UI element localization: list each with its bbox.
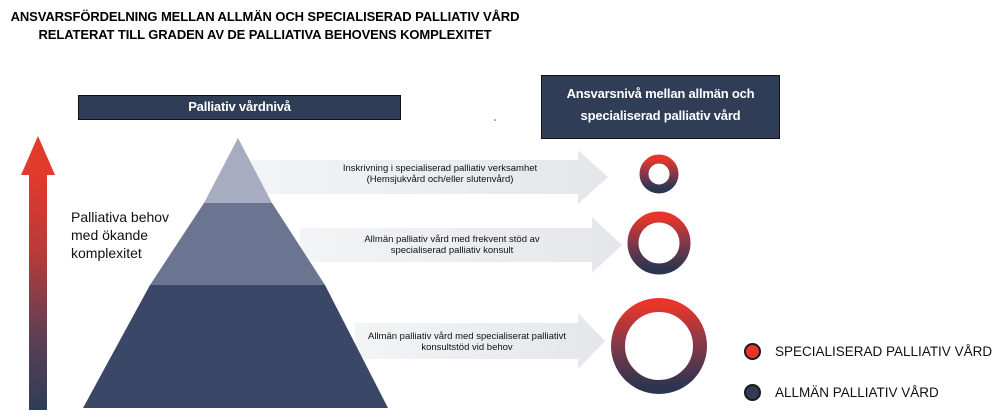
ring-general [611,298,707,394]
legend-red-dot-icon [744,343,761,360]
level-label-2: Allmän palliativ vård med frekvent stöd … [337,234,567,256]
level-arrow-2 [300,217,622,273]
level-arrow-3 [355,313,605,369]
pyramid [83,138,388,408]
level-label-3-line-2: konsultstöd vid behov [421,342,513,353]
level-label-1: Inskrivning i specialiserad palliativ ve… [330,163,550,185]
complexity-label-line-3: komplexitet [71,245,142,261]
legend-item-specialized: SPECIALISERAD PALLIATIV VÅRD [744,343,992,360]
care-level-header: Palliativ vårdnivå [78,95,401,120]
level-arrow-1 [245,150,608,204]
level-label-1-line-1: Inskrivning i specialiserad palliativ ve… [342,163,538,174]
complexity-arrow [21,136,55,410]
legend-item-general: ALLMÄN PALLIATIV VÅRD [744,384,939,401]
pyramid-top [204,138,272,203]
responsibility-header-line-1: Ansvarsnivå mellan allmän och [566,86,755,101]
stray-dot [494,119,496,121]
ring-frequent-support [627,211,691,275]
responsibility-header-line-2: specialiserad palliativ vård [580,108,741,123]
legend-navy-dot-icon [744,384,761,401]
legend-label-general: ALLMÄN PALLIATIV VÅRD [775,385,939,400]
ring-specialized [639,154,679,194]
pyramid-middle [150,203,325,285]
level-label-1-line-2: (Hemsjukvård och/eller slutenvård) [366,174,514,185]
level-label-2-line-1: Allmän palliativ vård med frekvent stöd … [364,234,540,245]
level-label-2-line-2: specialiserad palliativ konsult [390,245,514,256]
diagram-title-line-1: ANSVARSFÖRDELNING MELLAN ALLMÄN OCH SPEC… [10,9,520,24]
legend-label-specialized: SPECIALISERAD PALLIATIV VÅRD [775,344,993,359]
level-label-3: Allmän palliativ vård med specialiserat … [355,331,579,353]
complexity-label-line-1: Palliativa behov [71,209,170,225]
complexity-arrow-head [21,136,55,175]
responsibility-header: Ansvarsnivå mellan allmän och specialise… [541,75,780,139]
complexity-label: Palliativa behov med ökande komplexitet [71,208,169,262]
level-label-3-line-1: Allmän palliativ vård med specialiserat … [367,331,566,342]
complexity-label-line-2: med ökande [71,227,149,243]
pyramid-base [83,285,388,408]
diagram-title-line-2: RELATERAT TILL GRADEN AV DE PALLIATIVA B… [38,27,492,42]
